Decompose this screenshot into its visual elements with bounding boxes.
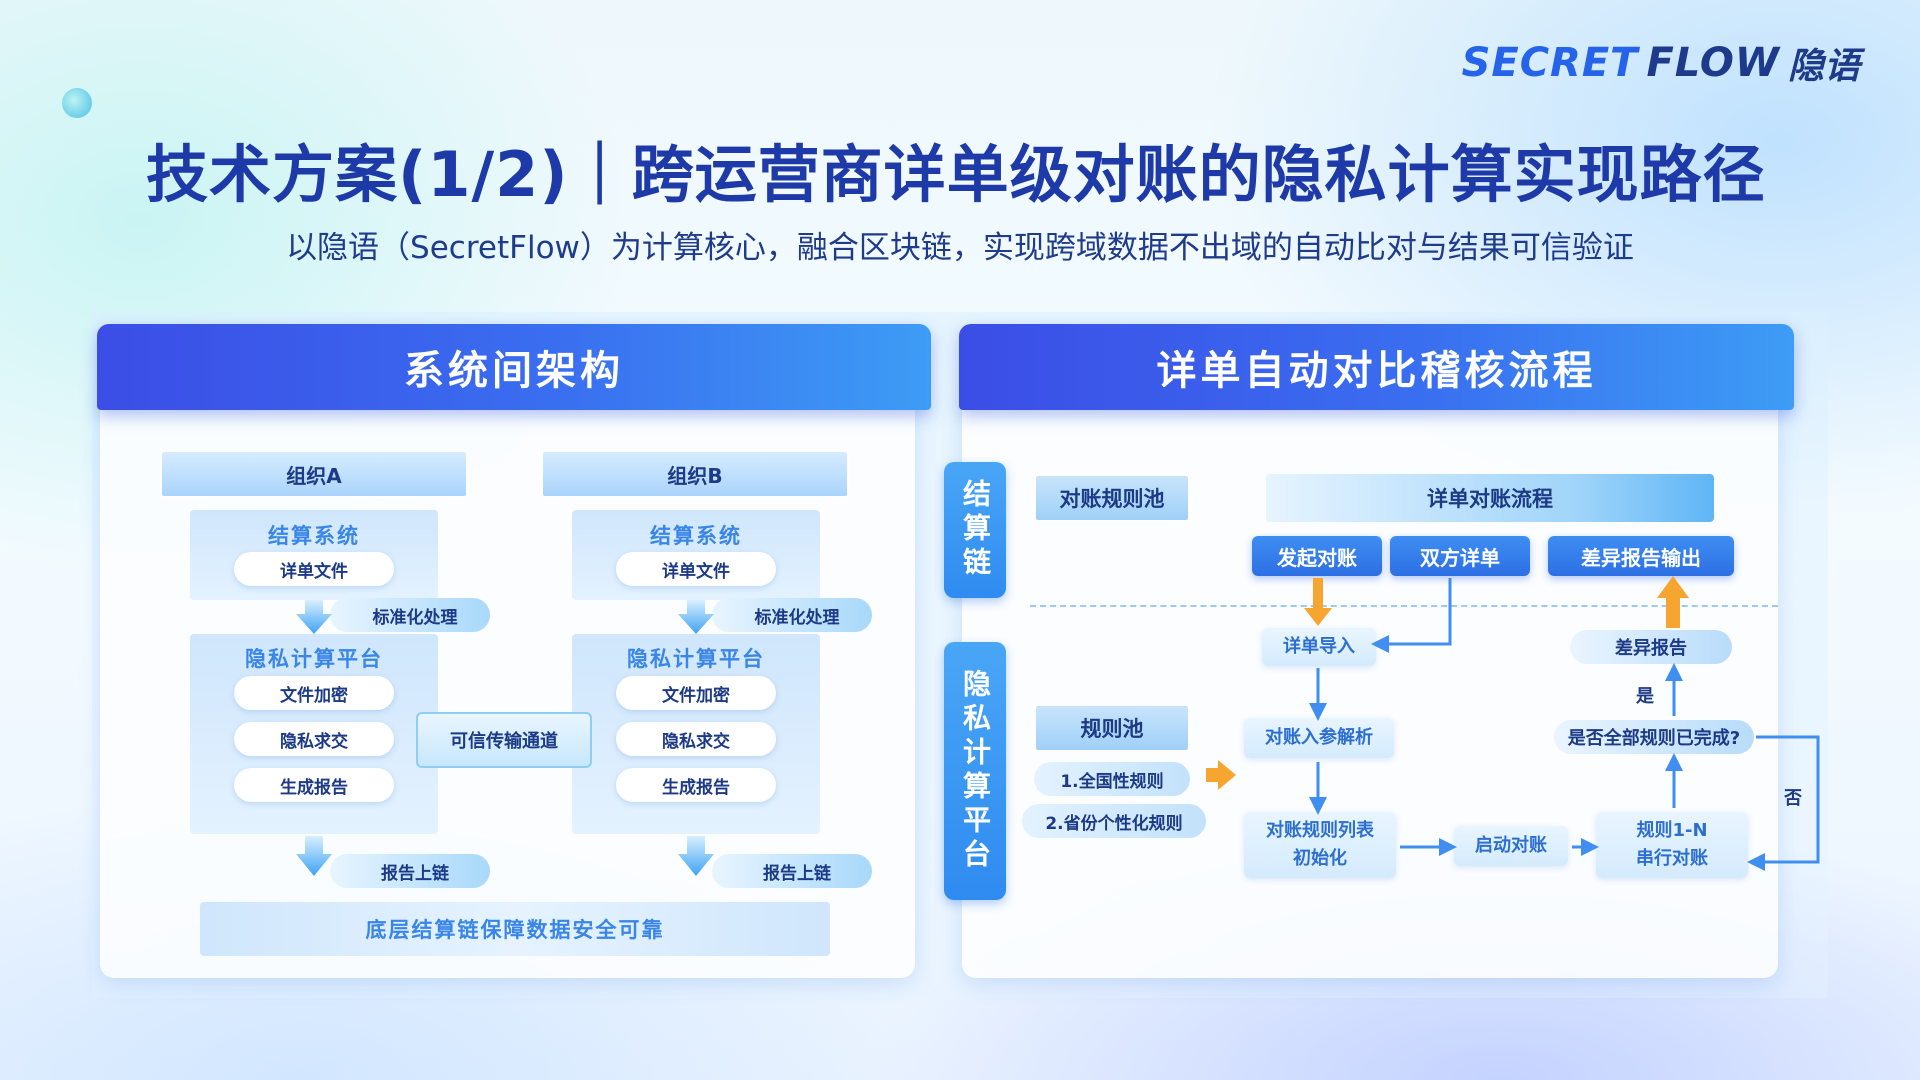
step-serial-line1: 规则1-N bbox=[1636, 820, 1708, 841]
org-b-encrypt: 文件加密 bbox=[616, 676, 776, 710]
step-cdr-import: 详单导入 bbox=[1262, 628, 1376, 666]
org-b-settlement-title: 结算系统 bbox=[650, 524, 742, 548]
org-a-psi: 隐私求交 bbox=[234, 722, 394, 756]
org-b-privacy-title: 隐私计算平台 bbox=[627, 647, 765, 671]
org-b-onchain-tag: 报告上链 bbox=[712, 854, 872, 888]
diff-report-output-button[interactable]: 差异报告输出 bbox=[1548, 536, 1734, 576]
step-rule-init-line1: 对账规则列表 bbox=[1266, 820, 1374, 841]
org-b-psi: 隐私求交 bbox=[616, 722, 776, 756]
logo-secret: SECRET bbox=[1461, 40, 1639, 86]
secretflow-logo: SECRET FLOW 隐语 bbox=[1462, 38, 1860, 88]
org-a-encrypt: 文件加密 bbox=[234, 676, 394, 710]
step-all-done-check: 是否全部规则已完成? bbox=[1554, 720, 1754, 754]
org-a-privacy-title: 隐私计算平台 bbox=[245, 647, 383, 671]
step-diff-report: 差异报告 bbox=[1570, 630, 1732, 664]
lane-privacy-platform: 隐私计算平台 bbox=[944, 642, 1006, 900]
step-serial-recon: 规则1-N 串行对账 bbox=[1596, 812, 1748, 878]
org-a-onchain-tag: 报告上链 bbox=[330, 854, 490, 888]
step-serial-line2: 串行对账 bbox=[1636, 848, 1708, 869]
rule-provincial: 2.省份个性化规则 bbox=[1022, 804, 1206, 838]
step-param-parse: 对账入参解析 bbox=[1244, 718, 1394, 758]
org-a-header: 组织A bbox=[160, 450, 468, 498]
architecture-banner: 系统间架构 bbox=[97, 324, 931, 410]
org-a-report: 生成报告 bbox=[234, 768, 394, 802]
trusted-channel: 可信传输通道 bbox=[416, 712, 592, 768]
page-subtitle: 以隐语（SecretFlow）为计算核心，融合区块链，实现跨域数据不出域的自动比… bbox=[286, 230, 1634, 266]
start-recon-button[interactable]: 发起对账 bbox=[1252, 536, 1382, 576]
org-a-normalize-tag: 标准化处理 bbox=[330, 598, 490, 632]
decorative-dot bbox=[62, 88, 92, 118]
rule-pool: 规则池 bbox=[1034, 704, 1190, 752]
org-a-cdr-file: 详单文件 bbox=[234, 552, 394, 586]
settlement-chain-base: 底层结算链保障数据安全可靠 bbox=[200, 902, 830, 956]
org-a-settlement-title: 结算系统 bbox=[268, 524, 360, 548]
rule-national: 1.全国性规则 bbox=[1034, 762, 1190, 796]
step-rule-init-line2: 初始化 bbox=[1293, 848, 1347, 869]
lane-divider bbox=[1030, 605, 1778, 607]
org-b-report: 生成报告 bbox=[616, 768, 776, 802]
org-b-cdr-file: 详单文件 bbox=[616, 552, 776, 586]
flow-header: 详单对账流程 bbox=[1266, 474, 1714, 522]
audit-flow-banner: 详单自动对比稽核流程 bbox=[959, 324, 1794, 410]
recon-rule-pool: 对账规则池 bbox=[1034, 474, 1190, 522]
logo-cn: 隐语 bbox=[1787, 46, 1860, 87]
both-cdr-button[interactable]: 双方详单 bbox=[1390, 536, 1530, 576]
org-b-header: 组织B bbox=[541, 450, 849, 498]
label-no: 否 bbox=[1784, 788, 1802, 809]
page-title: 技术方案(1/2)｜跨运营商详单级对账的隐私计算实现路径 bbox=[146, 138, 1766, 211]
step-start: 启动对账 bbox=[1454, 826, 1568, 866]
lane-settlement-chain: 结算链 bbox=[944, 462, 1006, 598]
logo-flow: FLOW bbox=[1646, 40, 1780, 86]
org-b-normalize-tag: 标准化处理 bbox=[712, 598, 872, 632]
label-yes: 是 bbox=[1636, 686, 1654, 707]
step-rule-init: 对账规则列表 初始化 bbox=[1244, 812, 1396, 878]
